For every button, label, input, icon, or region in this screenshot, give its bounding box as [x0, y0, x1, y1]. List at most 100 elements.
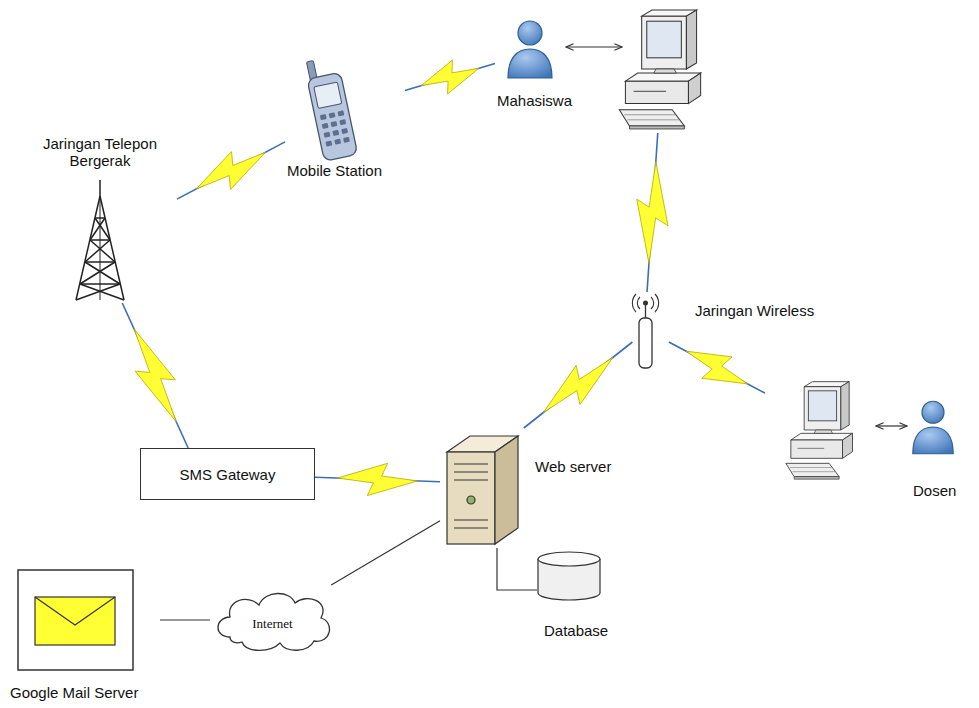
web-server-icon: [454, 472, 488, 473]
lightning-bolt: [134, 329, 176, 422]
lightning-bolt: [637, 162, 668, 264]
mobile-phone-icon: [341, 128, 348, 134]
wired-link: [331, 521, 440, 585]
student-computer-icon: [619, 10, 700, 129]
mobile-phone-icon: [303, 56, 357, 162]
cell-tower-icon: [99, 180, 101, 196]
mobile-phone-icon: [325, 140, 332, 146]
lecturer-person-icon: [913, 401, 953, 453]
wireless-link: [177, 142, 285, 199]
node-label: Mobile Station: [287, 162, 382, 179]
database-cylinder-icon: [538, 552, 600, 600]
cell-tower-icon: [90, 240, 115, 262]
web-server-icon: [467, 496, 475, 504]
web-server-icon: [447, 436, 518, 544]
node-label: SMS Gateway: [180, 466, 276, 483]
web-server-icon: [454, 480, 488, 481]
wireless-link: [315, 463, 440, 495]
mail-server-icon: [18, 570, 133, 670]
wireless-link: [669, 342, 765, 393]
connector-line: [177, 142, 285, 199]
mail-server-icon: [18, 570, 133, 670]
wireless-link: [637, 133, 668, 292]
lightning-bolt: [421, 60, 479, 94]
double-arrow: [876, 426, 907, 427]
sms-gateway-box: SMS Gateway: [140, 448, 315, 500]
database-node: Database: [537, 552, 630, 644]
mobile-phone-icon: [322, 123, 329, 129]
student-node: Mahasiswa: [495, 8, 710, 133]
cell-tower-icon: [76, 284, 120, 300]
student-person-icon: [508, 21, 552, 78]
web-server-node: Web server: [440, 428, 630, 548]
wireless-link: [524, 342, 633, 428]
mobile-phone-icon: [307, 72, 358, 161]
connector-line: [669, 342, 765, 393]
student-computer-icon: [619, 10, 700, 129]
wired-link: [497, 548, 537, 590]
mobile-phone-icon: [320, 114, 327, 120]
lecturer-computer-icon: [786, 382, 853, 480]
node-label: Database: [544, 622, 608, 639]
connector-line: [160, 619, 210, 620]
mobile-phone-icon: [314, 82, 342, 109]
mobile-phone-icon: [339, 119, 346, 125]
lightning-bolt: [338, 463, 418, 495]
wireless-antenna-icon: [643, 301, 648, 306]
cell-tower-icon: [80, 284, 124, 300]
web-server-icon: [454, 520, 488, 521]
mobile-phone-icon: [334, 139, 341, 145]
web-server-icon: [454, 528, 488, 529]
double-arrow: [566, 47, 622, 48]
mail-server-node: Google Mail Server: [10, 568, 160, 702]
double-arrow: [566, 46, 622, 47]
connector-line: [122, 303, 188, 448]
node-label: Web server: [535, 458, 611, 475]
wireless-node: Jaringan Wireless: [630, 292, 845, 342]
database-cylinder-icon: [538, 552, 600, 566]
mobile-phone-icon: [330, 121, 337, 127]
cell-tower-icon: [90, 218, 105, 240]
wireless-antenna-icon: [645, 305, 646, 318]
wireless-antenna-icon: [632, 294, 658, 312]
lightning-bolt: [543, 357, 612, 412]
node-label: Jaringan Wireless: [695, 302, 814, 319]
web-server-icon: [454, 464, 488, 465]
internet-cloud: Internet: [210, 585, 335, 655]
wireless-antenna-icon: [632, 294, 658, 368]
node-label: Google Mail Server: [10, 684, 138, 701]
cell-tower-icon: [85, 262, 120, 284]
lecturer-node: Dosen: [765, 380, 970, 505]
mobile-phone-icon: [320, 110, 350, 146]
lightning-bolt: [196, 152, 265, 190]
connector-line: [331, 521, 440, 585]
student-person-icon: [508, 21, 552, 78]
connector-line: [524, 342, 633, 428]
web-server-icon: [447, 452, 495, 544]
cell-tower-icon: [76, 180, 124, 300]
cell-tower-icon: [100, 196, 101, 300]
cell-tower-icon: [80, 262, 115, 284]
wireless-antenna-icon: [639, 318, 652, 368]
lecturer-person-icon: [913, 401, 953, 453]
mobile-phone-icon: [329, 112, 336, 118]
mobile-phone-icon: [337, 110, 344, 116]
lightning-bolt: [686, 351, 748, 384]
mobile-phone-icon: [324, 132, 331, 138]
mail-server-icon: [35, 597, 115, 645]
node-label: Internet: [252, 615, 292, 632]
double-arrow: [876, 425, 907, 426]
mobile-phone-icon: [332, 130, 339, 136]
connector-line: [497, 548, 537, 590]
lecturer-computer-icon: [786, 382, 853, 480]
wired-link: [160, 620, 210, 621]
cell-tower-icon: [85, 240, 110, 262]
wireless-link: [405, 60, 495, 94]
node-label: Jaringan Telepon Bergerak: [25, 135, 175, 169]
mobile-phone-icon: [343, 137, 350, 143]
wireless-link: [122, 303, 188, 448]
web-server-icon: [495, 436, 518, 544]
cell-tower-node: Jaringan Telepon Bergerak: [25, 135, 177, 303]
